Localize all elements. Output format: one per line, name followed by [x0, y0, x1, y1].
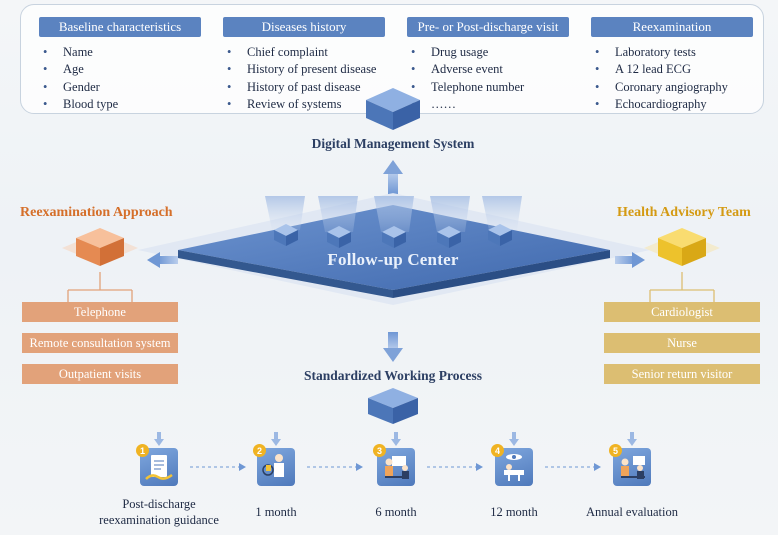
stage-number: 5	[609, 444, 622, 457]
left-title: Reexamination Approach	[20, 205, 173, 220]
process-cube-icon	[368, 388, 418, 424]
stage-number: 4	[491, 444, 504, 457]
left-connector	[67, 272, 133, 302]
right-connector	[649, 272, 715, 302]
category-header-reexamination: Reexamination	[591, 17, 753, 37]
team-nurse: Nurse	[604, 333, 760, 353]
arrow-down-icon	[383, 332, 403, 362]
category-item: Coronary angiography	[595, 79, 728, 96]
stage-label: 6 month	[375, 505, 417, 519]
stage-label: Annual evaluation	[586, 505, 678, 519]
system-title: Digital Management System	[311, 136, 475, 151]
process-title: Standardized Working Process	[303, 368, 483, 383]
stage-down-arrows	[154, 432, 637, 446]
category-header-visit: Pre- or Post-discharge visit	[407, 17, 569, 37]
category-list-diseases: Chief complaint History of present disea…	[227, 44, 376, 113]
stage-number: 3	[373, 444, 386, 457]
system-cube-icon	[366, 88, 420, 130]
approach-telephone: Telephone	[22, 302, 178, 322]
category-header-diseases: Diseases history	[223, 17, 385, 37]
stage-label: Post-discharge reexamination guidance	[84, 496, 234, 528]
stage-label-line: Post-discharge	[122, 497, 196, 511]
category-item: Gender	[43, 79, 118, 96]
category-item: History of present disease	[227, 61, 376, 78]
stage-label-line: reexamination guidance	[99, 513, 219, 527]
category-item: Telephone number	[411, 79, 524, 96]
stage-label: 1 month	[255, 505, 297, 519]
category-item: Review of systems	[227, 96, 376, 113]
category-item: Drug usage	[411, 44, 524, 61]
category-header-baseline: Baseline characteristics	[39, 17, 201, 37]
category-list-visit: Drug usage Adverse event Telephone numbe…	[411, 44, 524, 113]
category-list-reexamination: Laboratory tests A 12 lead ECG Coronary …	[595, 44, 728, 113]
orange-cube-icon	[62, 228, 138, 266]
team-senior-return-visitor: Senior return visitor	[604, 364, 760, 384]
center-title: Follow-up Center	[327, 250, 459, 269]
approach-outpatient: Outpatient visits	[22, 364, 178, 384]
gold-cube-icon	[644, 228, 720, 266]
category-item: Name	[43, 44, 118, 61]
category-item: Adverse event	[411, 61, 524, 78]
category-list-baseline: Name Age Gender Blood type	[43, 44, 118, 113]
category-item: Laboratory tests	[595, 44, 728, 61]
category-item: A 12 lead ECG	[595, 61, 728, 78]
arrow-up-icon	[383, 160, 403, 194]
category-item: ……	[411, 96, 524, 113]
arrow-right-icon	[615, 252, 645, 268]
category-item: Echocardiography	[595, 96, 728, 113]
team-cardiologist: Cardiologist	[604, 302, 760, 322]
right-title: Health Advisory Team	[617, 205, 751, 220]
stage-number: 2	[253, 444, 266, 457]
arrow-left-icon	[147, 252, 178, 268]
stage-number: 1	[136, 444, 149, 457]
category-item: Age	[43, 61, 118, 78]
category-item: Chief complaint	[227, 44, 376, 61]
approach-remote-consultation: Remote consultation system	[22, 333, 178, 353]
data-categories-panel: Baseline characteristics Name Age Gender…	[20, 4, 764, 114]
platform-cubes	[265, 196, 522, 248]
evaluation-icon	[613, 448, 651, 486]
stage-label: 12 month	[490, 505, 538, 519]
category-item: History of past disease	[227, 79, 376, 96]
category-item: Blood type	[43, 96, 118, 113]
